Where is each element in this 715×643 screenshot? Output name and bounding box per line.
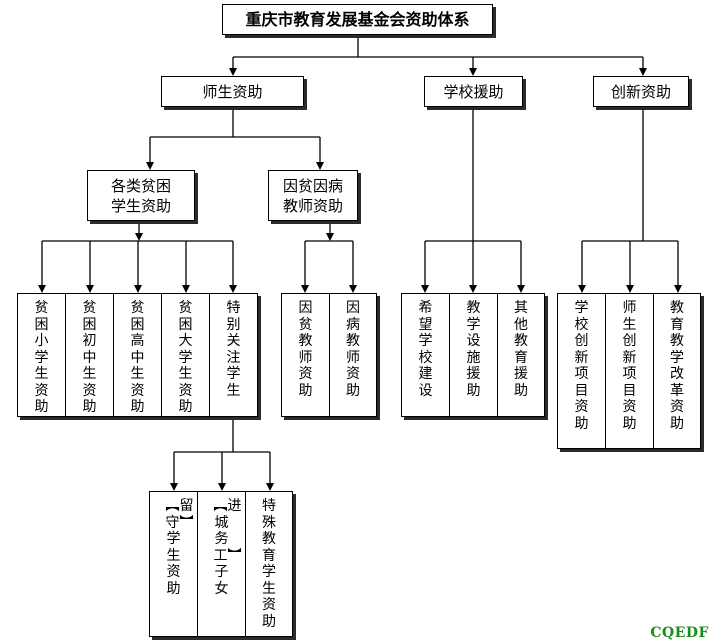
arrowhead <box>316 162 324 170</box>
leaf-school-2: 教学设施援助 <box>449 293 497 417</box>
leaf-teacher-2-text: 因病教师资助 <box>346 300 360 399</box>
arrowhead <box>266 483 274 491</box>
arrowhead <box>469 285 477 293</box>
sub-poor-students: 各类贫困 学生资助 <box>87 170 195 221</box>
leaf-student-1-text: 贫困小学生资助 <box>34 300 49 415</box>
arrowhead <box>626 285 634 293</box>
arrowhead <box>38 285 46 293</box>
arrowhead <box>421 285 429 293</box>
leaf-teacher-2: 因病教师资助 <box>329 293 377 417</box>
leaf-school-3: 其他教育援助 <box>497 293 545 417</box>
leaf-student-1: 贫困小学生资助 <box>17 293 65 417</box>
sub-poor-students-label: 各类贫困 学生资助 <box>110 176 171 215</box>
group-innovation-aid: 学校创新项目资助 师生创新项目资助 教育教学改革资助 <box>557 293 701 449</box>
leaf-special-3: 特殊教育学生资助 <box>245 491 293 637</box>
leaf-innovation-3: 教育教学改革资助 <box>653 293 701 449</box>
branch-innovation: 创新资助 <box>593 76 689 107</box>
leaf-school-1: 希望学校建设 <box>401 293 449 417</box>
arrowhead <box>326 233 334 241</box>
arrowhead <box>134 285 142 293</box>
leaf-teacher-1: 因贫教师资助 <box>281 293 329 417</box>
leaf-student-5-text: 特别关注学生 <box>226 300 241 399</box>
root-title-text: 重庆市教育发展基金会资助体系 <box>245 9 470 29</box>
leaf-school-3-text: 其他教育援助 <box>514 300 528 399</box>
arrowhead <box>301 285 309 293</box>
arrowhead <box>229 285 237 293</box>
arrowhead <box>135 233 143 241</box>
leaf-special-2: ︻进城务工︼子女 <box>197 491 245 637</box>
leaf-student-3-text: 贫困高中生资助 <box>130 300 145 415</box>
leaf-student-5: 特别关注学生 <box>209 293 258 417</box>
arrowhead <box>349 285 357 293</box>
leaf-innovation-1: 学校创新项目资助 <box>557 293 605 449</box>
group-special-attention: ︻留守︼学生资助 ︻进城务工︼子女 特殊教育学生资助 <box>149 491 293 637</box>
leaf-student-4: 贫困大学生资助 <box>161 293 209 417</box>
leaf-innovation-2-text: 师生创新项目资助 <box>622 300 637 432</box>
leaf-student-4-text: 贫困大学生资助 <box>178 300 193 415</box>
sub-poor-teachers-label: 因贫因病 教师资助 <box>282 176 343 215</box>
arrowhead <box>170 483 178 491</box>
leaf-student-3: 贫困高中生资助 <box>113 293 161 417</box>
arrowhead <box>639 68 647 76</box>
leaf-school-2-text: 教学设施援助 <box>466 300 481 399</box>
leaf-school-1-text: 希望学校建设 <box>418 300 433 399</box>
group-teacher-aid: 因贫教师资助 因病教师资助 <box>281 293 377 417</box>
root-title: 重庆市教育发展基金会资助体系 <box>222 4 493 35</box>
branch-school-aid-label: 学校援助 <box>443 82 504 101</box>
arrowhead <box>86 285 94 293</box>
leaf-student-2-text: 贫困初中生资助 <box>82 300 97 415</box>
brand-watermark: CQEDF <box>650 625 709 641</box>
leaf-innovation-2: 师生创新项目资助 <box>605 293 653 449</box>
arrowhead <box>218 483 226 491</box>
arrowhead <box>146 162 154 170</box>
sub-poor-teachers: 因贫因病 教师资助 <box>268 170 358 221</box>
leaf-special-3-text: 特殊教育学生资助 <box>262 498 276 630</box>
group-school-aid: 希望学校建设 教学设施援助 其他教育援助 <box>401 293 545 417</box>
arrowhead <box>229 68 237 76</box>
leaf-special-1: ︻留守︼学生资助 <box>149 491 197 637</box>
leaf-innovation-1-text: 学校创新项目资助 <box>574 300 589 432</box>
leaf-innovation-3-text: 教育教学改革资助 <box>670 300 684 432</box>
arrowhead <box>182 285 190 293</box>
branch-school-aid: 学校援助 <box>424 76 523 107</box>
leaf-special-1-text: ︻留守︼学生资助 <box>165 498 194 597</box>
group-student-aid: 贫困小学生资助 贫困初中生资助 贫困高中生资助 贫困大学生资助 特别关注学生 <box>17 293 258 417</box>
leaf-special-2-text: ︻进城务工︼子女 <box>213 498 242 597</box>
leaf-student-2: 贫困初中生资助 <box>65 293 113 417</box>
arrowhead <box>517 285 525 293</box>
leaf-teacher-1-text: 因贫教师资助 <box>298 300 313 399</box>
arrowhead <box>674 285 682 293</box>
arrowhead <box>469 68 477 76</box>
branch-teacher-student-label: 师生资助 <box>202 82 263 101</box>
branch-innovation-label: 创新资助 <box>610 82 671 101</box>
branch-teacher-student: 师生资助 <box>161 76 304 107</box>
arrowhead <box>578 285 586 293</box>
